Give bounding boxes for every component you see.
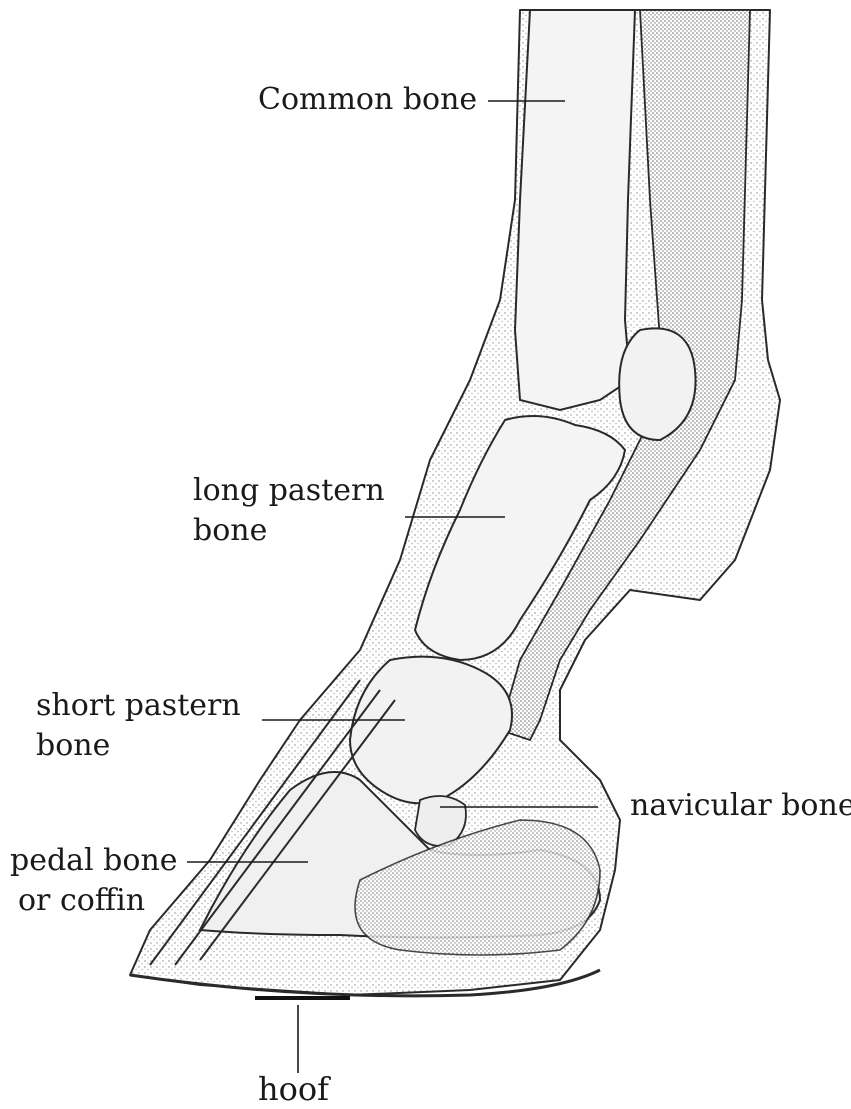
label-hoof: hoof	[258, 1070, 331, 1108]
label-pedal-line2: or coffin	[18, 883, 145, 918]
label-long-pastern-line2: bone	[193, 513, 267, 548]
label-navicular-bone: navicular bone	[630, 788, 851, 823]
label-short-pastern-line2: bone	[36, 728, 110, 763]
label-pedal-line1: pedal bone	[10, 843, 178, 878]
label-long-pastern-line1: long pastern	[193, 473, 385, 508]
common-bone-shape	[515, 10, 635, 410]
label-short-pastern-line1: short pastern	[36, 688, 241, 723]
label-common-bone: Common bone	[258, 82, 477, 117]
